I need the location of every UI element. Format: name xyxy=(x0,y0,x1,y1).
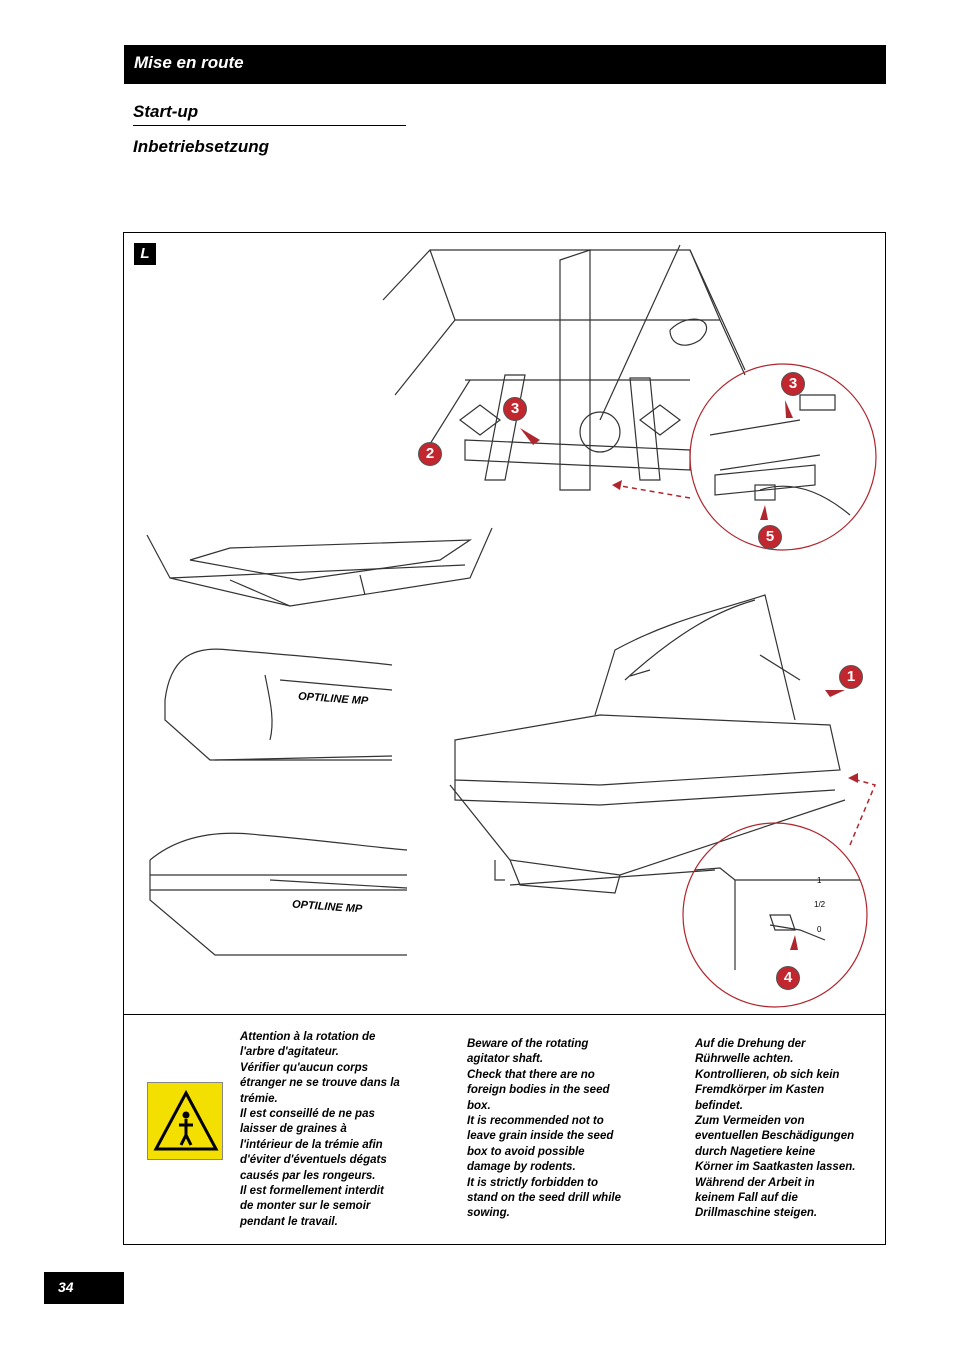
gauge-mark-empty: 0 xyxy=(817,925,822,934)
subtitle-de: Inbetriebsetzung xyxy=(133,137,270,156)
section-title-bar: Mise en route xyxy=(124,45,886,84)
warning-sign-icon xyxy=(153,1089,219,1151)
gauge-mark-full: 1 xyxy=(817,876,822,885)
subtitle-en: Start-up xyxy=(133,102,199,121)
figure-frame xyxy=(123,232,886,1245)
page-number: 34 xyxy=(58,1279,74,1295)
warning-text-de: Auf die Drehung der Rührwelle achten. Ko… xyxy=(695,1038,856,1220)
gauge-mark-half: 1/2 xyxy=(814,900,826,909)
page-number-box: 34 xyxy=(44,1272,124,1304)
subtitle-rule xyxy=(133,125,406,126)
callout-3-hopper: 3 xyxy=(503,397,527,421)
warning-sign xyxy=(147,1082,223,1160)
callout-1: 1 xyxy=(839,665,863,689)
callout-3-zoom: 3 xyxy=(781,372,805,396)
figure-label: L xyxy=(134,243,156,265)
callout-5: 5 xyxy=(758,525,782,549)
callout-4: 4 xyxy=(776,966,800,990)
warning-text-fr: Attention à la rotation de l'arbre d'agi… xyxy=(240,1031,400,1228)
warning-text-en: Beware of the rotating agitator shaft. C… xyxy=(467,1038,621,1220)
figure-text-divider xyxy=(123,1014,886,1015)
section-title: Mise en route xyxy=(134,53,244,72)
callout-2: 2 xyxy=(418,442,442,466)
